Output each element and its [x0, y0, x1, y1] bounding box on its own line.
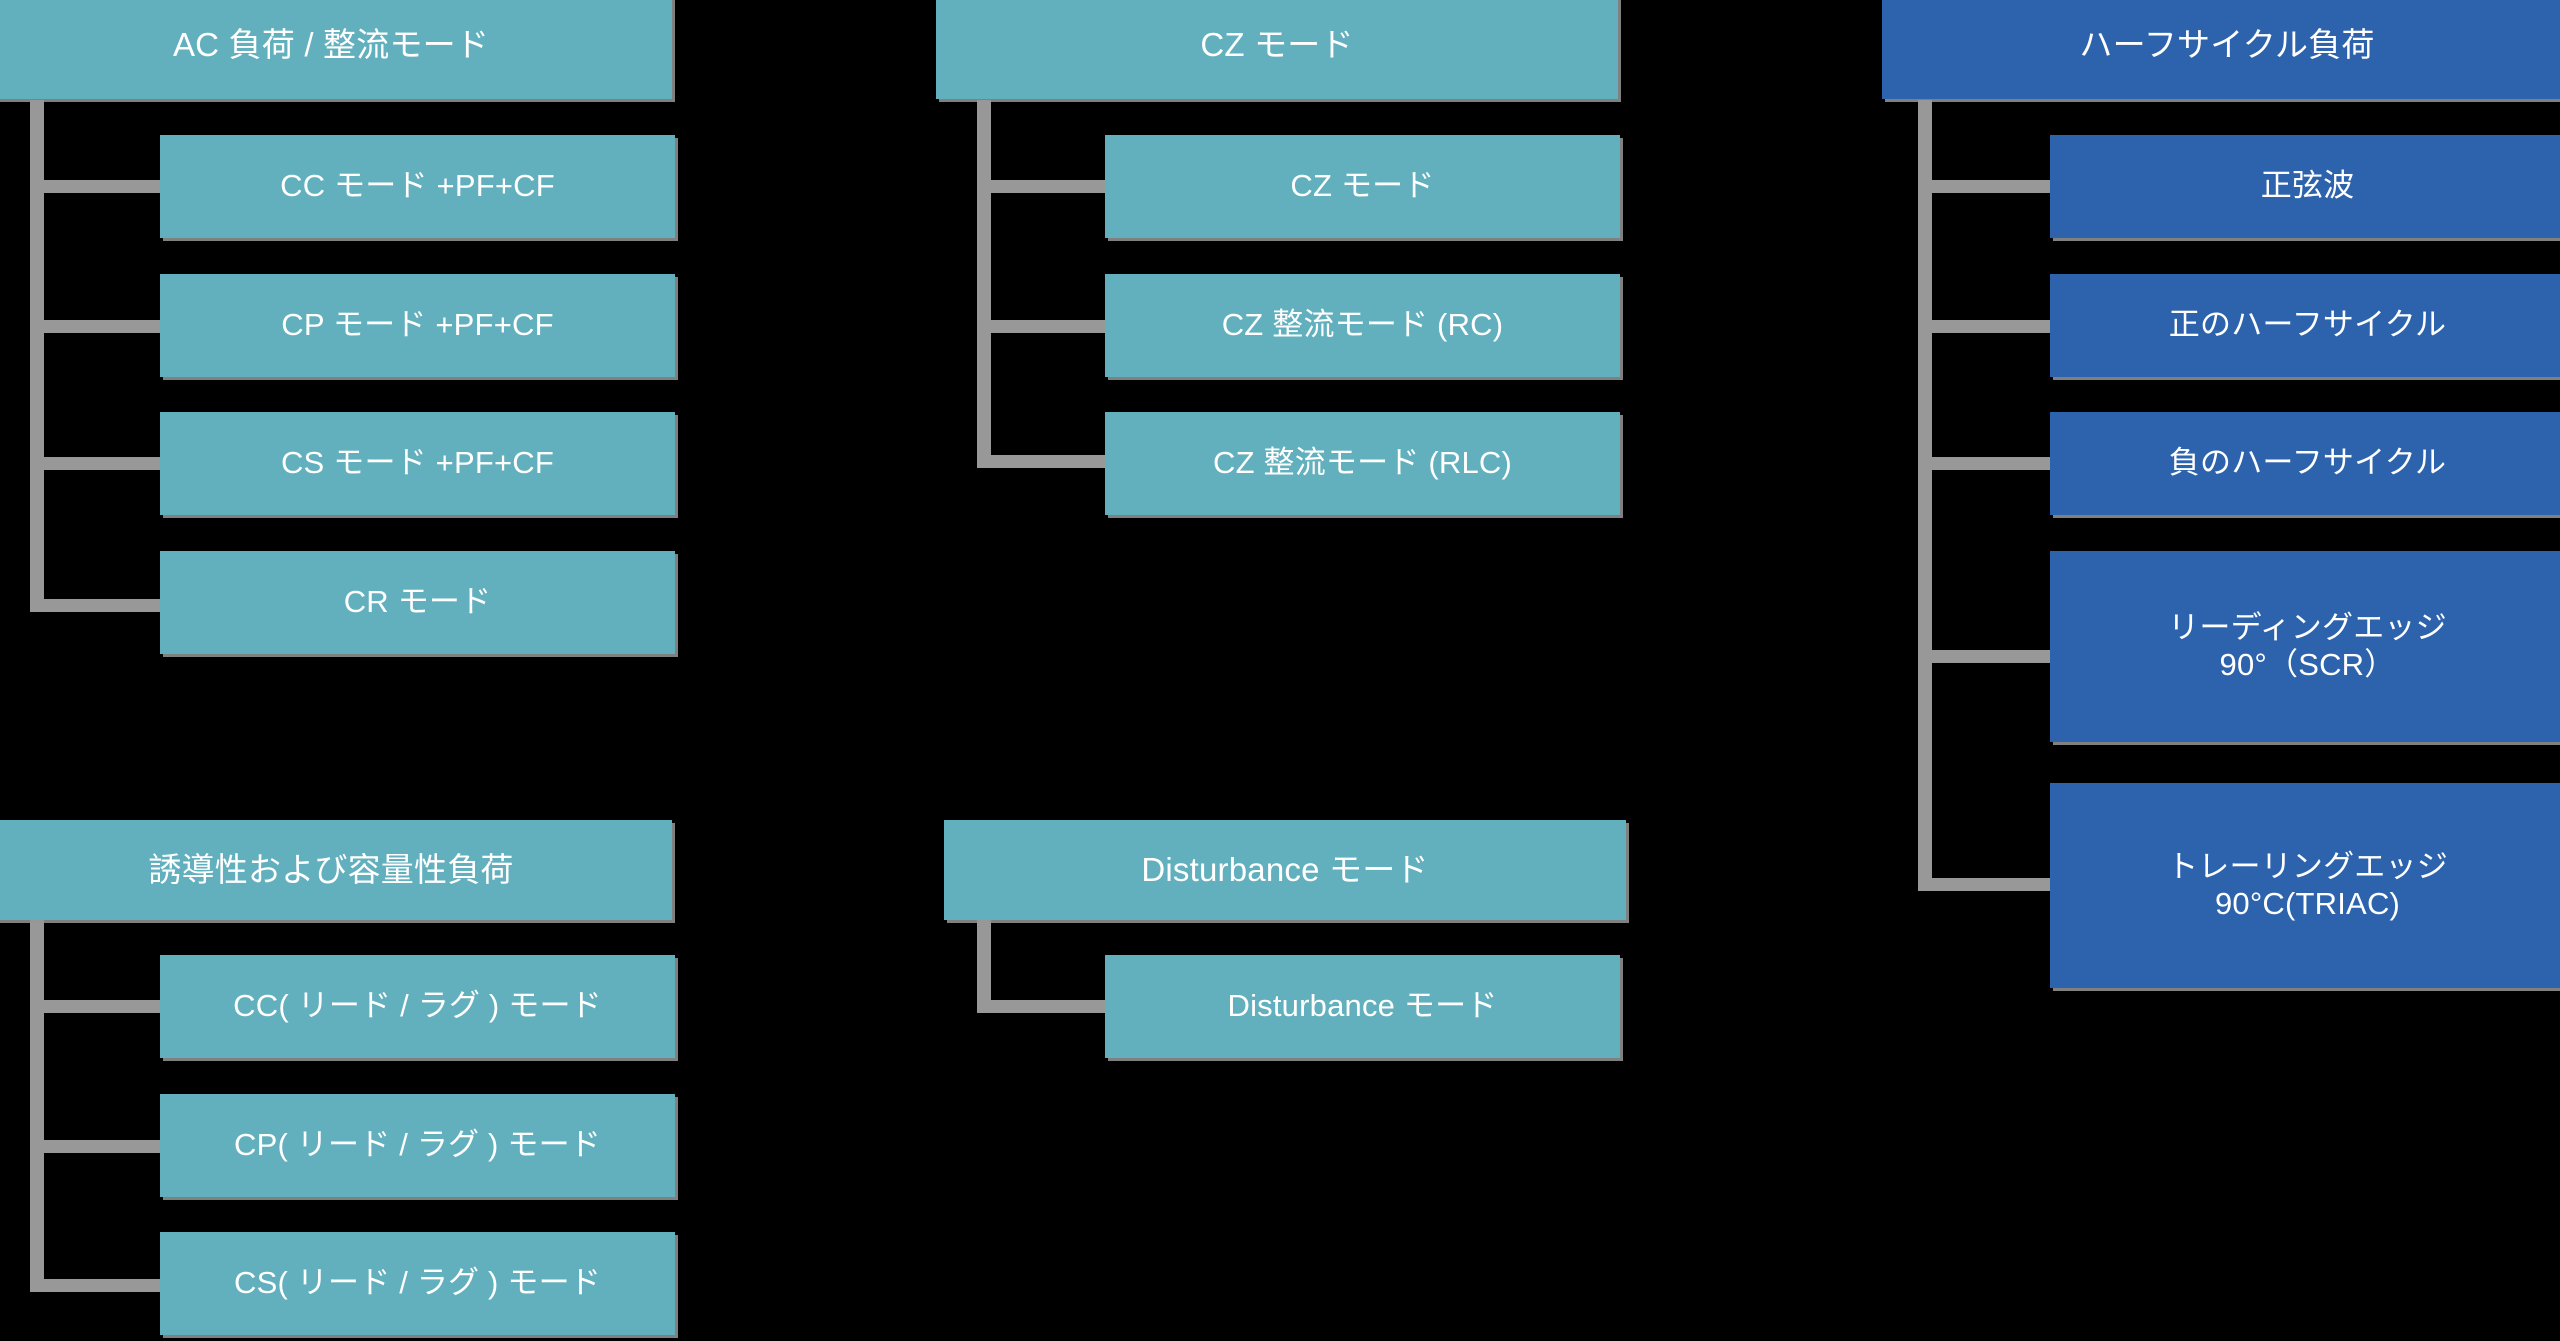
node-root-disturbance-mode[interactable]: Disturbance モード [944, 820, 1626, 920]
connector-horizontal-g1-c0 [30, 180, 170, 193]
connector-horizontal-g1-c1 [30, 320, 170, 333]
connector-vertical-group-4 [30, 920, 44, 1292]
node-root-inductive-capacitive-load[interactable]: 誘導性および容量性負荷 [0, 820, 672, 920]
node-child-cz-rectifier-rlc[interactable]: CZ 整流モード (RLC) [1105, 412, 1620, 515]
connector-horizontal-g2-c0 [977, 180, 1117, 193]
node-child-cs-mode-pf-cf[interactable]: CS モード +PF+CF [160, 412, 675, 515]
node-child-negative-half-cycle[interactable]: 負のハーフサイクル [2050, 412, 2560, 515]
node-root-half-cycle-load[interactable]: ハーフサイクル負荷 [1882, 0, 2560, 99]
node-child-cc-lead-lag-mode[interactable]: CC( リード / ラグ ) モード [160, 955, 675, 1058]
node-child-cp-mode-pf-cf[interactable]: CP モード +PF+CF [160, 274, 675, 377]
connector-horizontal-g5-c0 [977, 1000, 1117, 1013]
connector-horizontal-g3-c3 [1918, 650, 2053, 663]
node-root-cz-mode[interactable]: CZ モード [936, 0, 1618, 99]
node-child-cc-mode-pf-cf[interactable]: CC モード +PF+CF [160, 135, 675, 238]
connector-horizontal-g2-c2 [977, 455, 1117, 468]
connector-horizontal-g1-c3 [30, 599, 170, 612]
node-child-cz-mode[interactable]: CZ モード [1105, 135, 1620, 238]
connector-vertical-group-3 [1918, 100, 1932, 890]
connector-horizontal-g1-c2 [30, 457, 170, 470]
node-child-sine-wave[interactable]: 正弦波 [2050, 135, 2560, 238]
node-root-ac-load-rectifier[interactable]: AC 負荷 / 整流モード [0, 0, 672, 99]
connector-vertical-group-1 [30, 100, 44, 612]
node-child-cz-rectifier-rc[interactable]: CZ 整流モード (RC) [1105, 274, 1620, 377]
node-child-positive-half-cycle[interactable]: 正のハーフサイクル [2050, 274, 2560, 377]
node-child-cs-lead-lag-mode[interactable]: CS( リード / ラグ ) モード [160, 1232, 675, 1335]
connector-horizontal-g4-c0 [30, 1000, 170, 1013]
connector-vertical-group-2 [977, 100, 991, 467]
connector-horizontal-g4-c1 [30, 1140, 170, 1153]
node-child-cr-mode[interactable]: CR モード [160, 551, 675, 654]
connector-horizontal-g3-c1 [1918, 320, 2053, 333]
connector-horizontal-g3-c0 [1918, 180, 2053, 193]
node-child-trailing-edge-triac[interactable]: トレーリングエッジ 90°C(TRIAC) [2050, 783, 2560, 988]
connector-horizontal-g3-c2 [1918, 457, 2053, 470]
connector-horizontal-g3-c4 [1918, 878, 2053, 891]
connector-horizontal-g4-c2 [30, 1279, 170, 1292]
connector-horizontal-g2-c1 [977, 320, 1117, 333]
connector-vertical-group-5 [977, 920, 991, 1013]
node-child-cp-lead-lag-mode[interactable]: CP( リード / ラグ ) モード [160, 1094, 675, 1197]
node-child-leading-edge-scr[interactable]: リーディングエッジ 90°（SCR） [2050, 551, 2560, 742]
node-child-disturbance-mode[interactable]: Disturbance モード [1105, 955, 1620, 1058]
